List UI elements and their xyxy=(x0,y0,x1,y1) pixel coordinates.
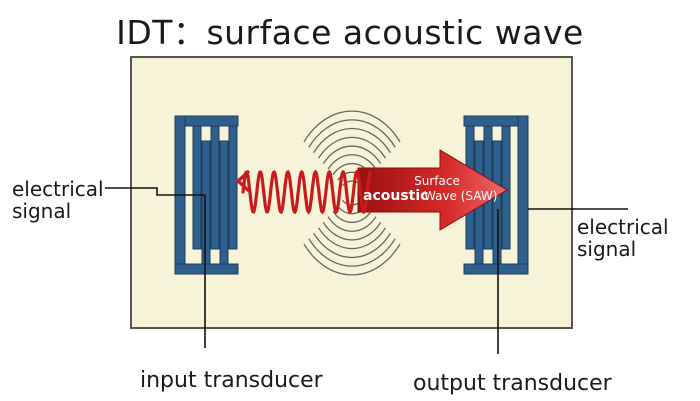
connection-wires xyxy=(105,187,628,354)
ripple-arc-bottom xyxy=(317,227,387,250)
input-transducer-label: input transducer xyxy=(140,368,323,393)
ripple-arc-bottom xyxy=(308,238,396,267)
arrow-label-saw: Wave (SAW) xyxy=(424,189,497,203)
left-signal-line2: signal xyxy=(12,199,72,223)
left-signal-label: electrical signal xyxy=(12,178,104,222)
ripple-arc-top xyxy=(303,110,401,143)
ripple-arc-top xyxy=(327,154,377,170)
ripple-arc-bottom xyxy=(327,216,377,232)
ripple-arc-bottom xyxy=(313,232,391,259)
ripple-arc-top xyxy=(313,127,391,154)
ripple-arc-top xyxy=(322,145,382,165)
arrow-label-acoustic: acoustic xyxy=(363,188,428,204)
diagram-title: IDT：surface acoustic wave xyxy=(116,13,584,52)
saw-arrow xyxy=(357,149,508,231)
ripple-arc-bottom xyxy=(322,221,382,241)
right-signal-label: electrical signal xyxy=(577,216,669,260)
wave-left-arrowhead xyxy=(236,170,250,192)
ripple-arc-bottom xyxy=(332,211,372,224)
right-signal-line1: electrical xyxy=(577,215,669,239)
right-signal-line2: signal xyxy=(577,237,637,261)
left-signal-wire xyxy=(105,187,205,196)
acoustic-wave xyxy=(241,169,372,215)
ripple-arc-top xyxy=(317,136,387,159)
output-transducer-label: output transducer xyxy=(413,371,612,396)
ripple-arc-top xyxy=(308,119,396,148)
arrow-label-surface: Surface xyxy=(414,174,460,188)
left-signal-line1: electrical xyxy=(12,177,104,201)
ripple-arc-bottom xyxy=(303,243,401,276)
